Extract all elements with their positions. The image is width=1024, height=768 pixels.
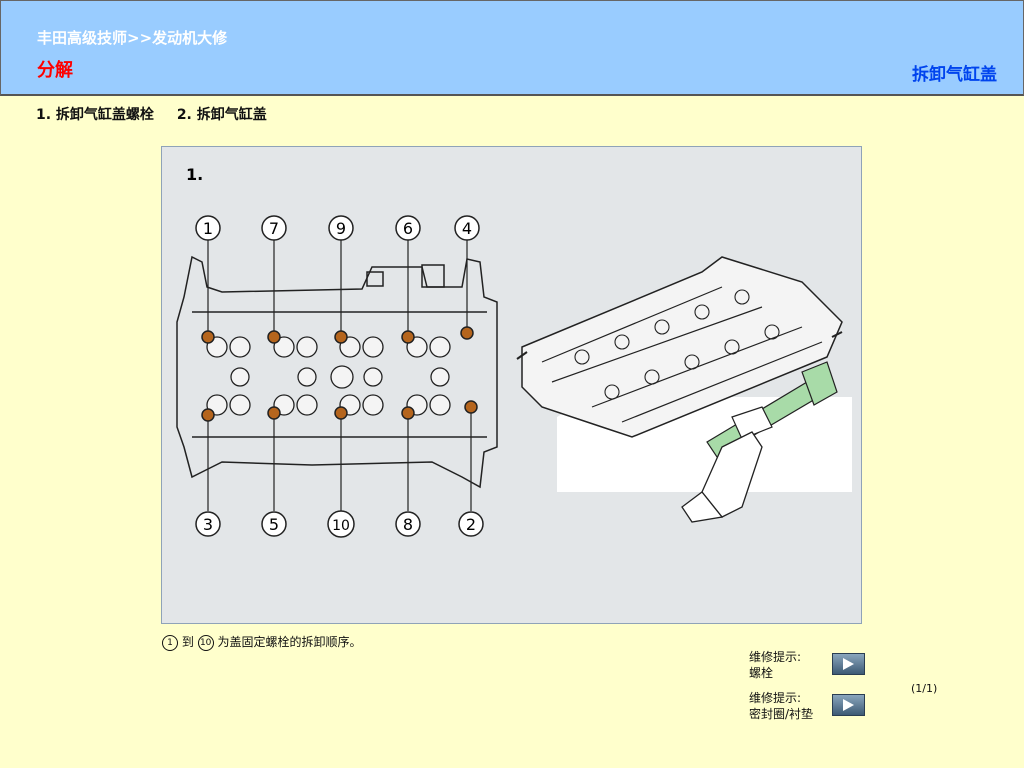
- svg-text:3: 3: [203, 515, 213, 534]
- engine-figure: 1. 1 7 9 6 4: [161, 146, 862, 624]
- callout-9: 9: [328, 215, 354, 241]
- callout-lines: [207, 239, 472, 511]
- repair-tip-bolts: 维修提示: 螺栓: [749, 650, 802, 680]
- bolt-markers: [201, 326, 478, 422]
- callout-8: 8: [395, 511, 421, 537]
- figure-caption: 1 到 10 为盖固定螺栓的拆卸顺序。: [162, 633, 362, 651]
- svg-text:4: 4: [462, 219, 472, 238]
- svg-text:9: 9: [336, 219, 346, 238]
- svg-text:2: 2: [466, 515, 476, 534]
- callout-1: 1: [195, 215, 221, 241]
- cylinder-head-illustration: 1. 1 7 9 6 4: [176, 165, 852, 538]
- play-icon: [843, 699, 854, 711]
- svg-text:1: 1: [203, 219, 213, 238]
- repair-tip-gasket: 维修提示: 密封圈/衬垫: [749, 691, 814, 721]
- circled-number: 1: [162, 634, 178, 651]
- section-title: 分解: [37, 60, 73, 81]
- head-top-view: [176, 255, 498, 489]
- callout-2: 2: [458, 511, 484, 537]
- play-icon: [843, 658, 854, 670]
- svg-text:6: 6: [403, 219, 413, 238]
- step-item: 1. 拆卸气缸盖螺栓: [36, 107, 154, 123]
- callout-4: 4: [454, 215, 480, 241]
- callout-bottom-row: 3 5 10 8 2: [195, 510, 484, 538]
- figure-step-label: 1.: [186, 165, 203, 184]
- svg-text:7: 7: [269, 219, 279, 238]
- callout-6: 6: [395, 215, 421, 241]
- page-title: 拆卸气缸盖: [912, 65, 997, 85]
- callout-10: 10: [327, 510, 355, 538]
- svg-text:10: 10: [332, 518, 350, 534]
- svg-text:8: 8: [403, 515, 413, 534]
- callout-3: 3: [195, 511, 221, 537]
- wrench-tool: [706, 361, 838, 458]
- step-item: 2. 拆卸气缸盖: [176, 107, 267, 123]
- valve-ports: [206, 336, 451, 416]
- header-bar: 丰田高级技师>>发动机大修 分解 拆卸气缸盖: [0, 0, 1024, 96]
- hand: [681, 431, 763, 523]
- tip-bolts-play-button[interactable]: [832, 653, 865, 675]
- callout-7: 7: [261, 215, 287, 241]
- breadcrumb[interactable]: 丰田高级技师>>发动机大修: [37, 29, 228, 47]
- head-perspective-view: [516, 256, 852, 523]
- svg-text:5: 5: [269, 515, 279, 534]
- callout-5: 5: [261, 511, 287, 537]
- tip-gasket-play-button[interactable]: [832, 694, 865, 716]
- circled-number: 10: [197, 634, 214, 651]
- step-list: 1. 拆卸气缸盖螺栓 2. 拆卸气缸盖: [36, 104, 285, 124]
- page-indicator: (1/1): [911, 682, 938, 695]
- callout-top-row: 1 7 9 6 4: [195, 215, 480, 241]
